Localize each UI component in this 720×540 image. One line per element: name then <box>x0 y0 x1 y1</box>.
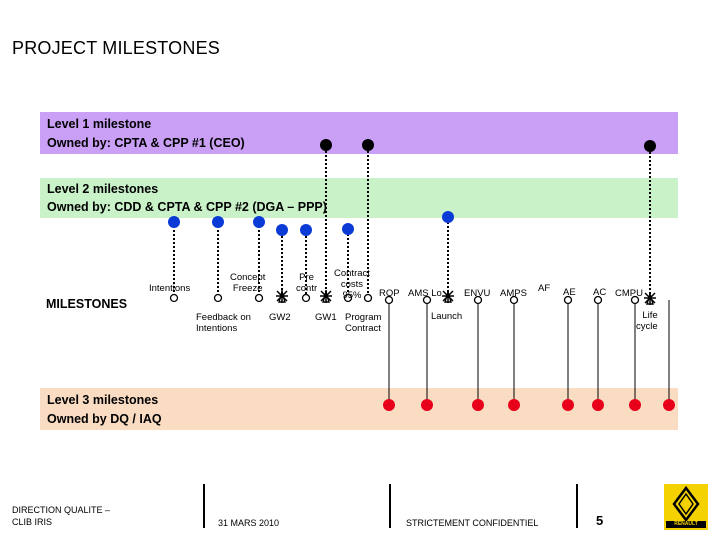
marker-ac <box>593 295 603 305</box>
level1-dot-gw1 <box>320 139 332 151</box>
label-feedback-intentions: Feedback on Intentions <box>196 312 251 334</box>
level2-dots <box>168 211 454 236</box>
level2-dot-launch <box>442 211 454 223</box>
level3-dot-cmpu <box>629 399 641 411</box>
footer-date: 31 MARS 2010 <box>218 518 280 528</box>
level3-dot-ams-lo <box>421 399 433 411</box>
label-envu: ENVU <box>464 288 491 299</box>
level2-dot-contract-costs <box>342 223 354 235</box>
footer-org: DIRECTION QUALITE – CLIB IRIS <box>12 505 111 527</box>
marker-amps <box>509 295 519 305</box>
label-program-contract: Program Contract <box>345 312 382 334</box>
logo-text: RENAULT <box>674 521 698 527</box>
level2-dot-gw2 <box>276 224 288 236</box>
footer-confidential: STRICTEMENT CONFIDENTIEL <box>406 518 539 528</box>
level3-dots <box>383 399 675 411</box>
level1-dots <box>320 139 656 152</box>
level3-title: Level 3 milestones <box>47 393 159 407</box>
page-title: PROJECT MILESTONES <box>12 38 220 58</box>
level2-title: Level 2 milestones <box>47 182 159 196</box>
milestone-small-markers <box>169 293 640 305</box>
label-contract-costs: Contract costs 95% <box>334 268 370 301</box>
label-life-cycle: Life cycle <box>636 310 658 332</box>
level1-owner: Owned by: CPTA & CPP #1 (CEO) <box>47 136 245 150</box>
level1-title: Level 1 milestone <box>47 117 152 131</box>
level2-dot-pre-contr <box>300 224 312 236</box>
marker-concept-freeze <box>254 293 264 303</box>
label-launch: Launch <box>431 311 463 322</box>
label-cmpu: CMPU <box>615 288 643 299</box>
level2-dot-intentions <box>168 216 180 228</box>
label-intentions: Intentions <box>149 283 191 294</box>
level1-dot-program-contract <box>362 139 374 151</box>
level1-band: Level 1 milestone Owned by: CPTA & CPP #… <box>40 112 678 154</box>
label-concept-freeze: Concept Freeze <box>230 272 266 294</box>
footer-divider-2 <box>389 484 391 528</box>
life-cycle-star-icon <box>644 292 656 305</box>
milestones-label: MILESTONES <box>46 297 128 311</box>
label-ac: AC <box>593 287 607 298</box>
label-gw2: GW2 <box>269 312 291 323</box>
label-af: AF <box>538 283 551 294</box>
level2-dot-feedback <box>212 216 224 228</box>
footer-divider-1 <box>203 484 205 528</box>
label-gw1: GW1 <box>315 312 337 323</box>
marker-contract-costs <box>343 293 353 303</box>
marker-ams-lo <box>422 295 432 305</box>
level3-dot-ac <box>592 399 604 411</box>
footer-divider-3 <box>576 484 578 528</box>
gw1-star-icon <box>320 290 332 303</box>
marker-envu <box>473 295 483 305</box>
page-number: 5 <box>596 513 604 528</box>
gw2-star-icon <box>276 290 288 303</box>
marker-program-contract <box>363 293 373 303</box>
level2-owner: Owned by: CDD & CPTA & CPP #2 (DGA – PPP… <box>47 200 327 214</box>
level2-band: Level 2 milestones Owned by: CDD & CPTA … <box>40 178 678 218</box>
marker-intentions <box>169 293 179 303</box>
label-ae: AE <box>563 287 576 298</box>
level1-dot-life-cycle <box>644 140 656 152</box>
marker-ae <box>563 295 573 305</box>
marker-feedback <box>213 293 223 303</box>
level3-dot-rop <box>383 399 395 411</box>
level3-dot-amps <box>508 399 520 411</box>
renault-logo: RENAULT <box>664 484 708 530</box>
marker-cmpu <box>630 295 640 305</box>
level3-dot-life-cycle <box>663 399 675 411</box>
connector-lines <box>173 147 651 298</box>
renault-diamond-icon <box>666 485 706 528</box>
label-rop: ROP <box>379 288 400 299</box>
label-ams-lo: AMS Lo <box>408 288 442 299</box>
label-pre-contr: Pre contr <box>296 272 318 294</box>
marker-pre-contr <box>301 293 311 303</box>
marker-rop <box>384 295 394 305</box>
level3-owner: Owned by DQ / IAQ <box>47 412 162 426</box>
lower-connectors <box>388 300 670 402</box>
level3-dot-envu <box>472 399 484 411</box>
launch-star-icon <box>442 290 454 303</box>
level3-dot-ae <box>562 399 574 411</box>
level2-dot-concept-freeze <box>253 216 265 228</box>
label-amps: AMPS <box>500 288 527 299</box>
